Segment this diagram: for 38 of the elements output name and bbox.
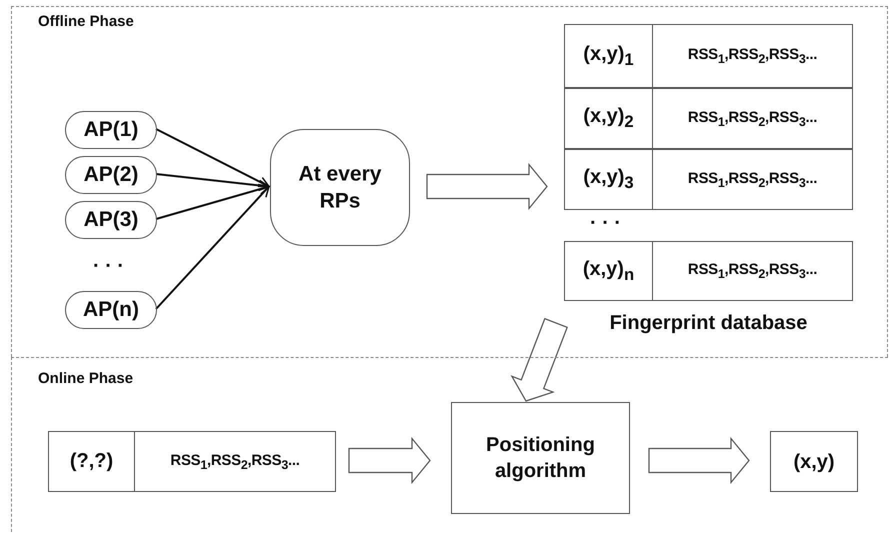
node-label: AP(3)	[82, 208, 140, 232]
block-arrow	[348, 436, 431, 484]
rounded-box	[270, 129, 410, 246]
table-cell: RSS$_{1}$,RSS$_{2}$,RSS$_{3}$...	[653, 24, 853, 88]
node-label: Positioning algorithm	[485, 433, 596, 484]
ellipsis-mark: · · ·	[93, 255, 124, 278]
phase-region	[11, 357, 888, 533]
phase-region	[11, 6, 888, 357]
arrow	[155, 186, 270, 310]
region-title: Offline Phase	[38, 13, 134, 30]
process-box	[770, 431, 858, 492]
table-cell: RSS$_{1}$,RSS$_{2}$,RSS$_{3}$...	[653, 88, 853, 149]
pill-box	[65, 156, 157, 194]
block-arrow	[648, 436, 750, 484]
arrow	[156, 128, 270, 188]
table-cell: (x,y)$_{n}$	[564, 241, 653, 301]
pill-box	[65, 111, 157, 149]
table-cell: RSS$_{1}$,RSS$_{2}$,RSS$_{3}$...	[653, 241, 853, 301]
arrow	[156, 184, 270, 220]
table-cell: (x,y)$_{1}$	[564, 24, 653, 88]
block-arrow	[426, 162, 548, 210]
node-label: At every RPs	[298, 161, 382, 214]
node-label: AP(n)	[82, 298, 140, 322]
node-label: (x,y)	[792, 450, 836, 474]
ellipsis-mark: · · ·	[590, 212, 622, 235]
region-title: Online Phase	[38, 370, 134, 387]
node-label: AP(2)	[82, 163, 140, 187]
process-box	[451, 402, 630, 514]
pill-box	[65, 291, 157, 329]
table-cell: RSS$_{1}$,RSS$_{2}$,RSS$_{3}$...	[135, 431, 336, 492]
table-cell: (?,?)	[48, 431, 135, 492]
table-cell: (x,y)$_{3}$	[564, 149, 653, 210]
pill-box	[65, 201, 157, 239]
table-caption: Fingerprint database	[608, 312, 808, 335]
table-cell: RSS$_{1}$,RSS$_{2}$,RSS$_{3}$...	[653, 149, 853, 210]
table-cell: (x,y)$_{2}$	[564, 88, 653, 149]
block-arrow	[510, 318, 568, 402]
node-label: AP(1)	[82, 118, 140, 142]
